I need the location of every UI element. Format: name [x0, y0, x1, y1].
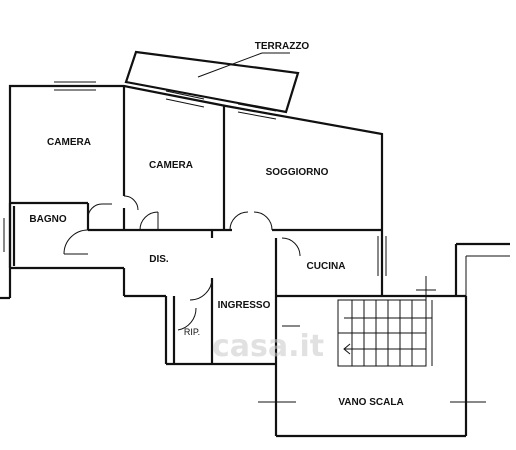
staircase: [337, 276, 436, 367]
label-bagno: BAGNO: [29, 214, 66, 225]
label-ingresso: INGRESSO: [218, 300, 271, 311]
label-vano-scala: VANO SCALA: [338, 397, 403, 408]
terrace: [124, 50, 300, 114]
interior-walls: [8, 86, 382, 364]
label-soggiorno: SOGGIORNO: [266, 167, 329, 178]
label-dis: DIS.: [149, 254, 169, 265]
section-marks: [258, 325, 486, 403]
label-rip: RIP.: [184, 327, 200, 337]
door-swings: [63, 195, 301, 331]
windows: [3, 81, 387, 276]
label-camera-mid: CAMERA: [149, 160, 193, 171]
label-camera-left: CAMERA: [47, 137, 91, 148]
watermark: casa.it: [212, 329, 324, 364]
label-terrazzo: TERRAZZO: [255, 41, 310, 52]
label-cucina: CUCINA: [307, 261, 346, 272]
outer-walls: [0, 84, 510, 438]
